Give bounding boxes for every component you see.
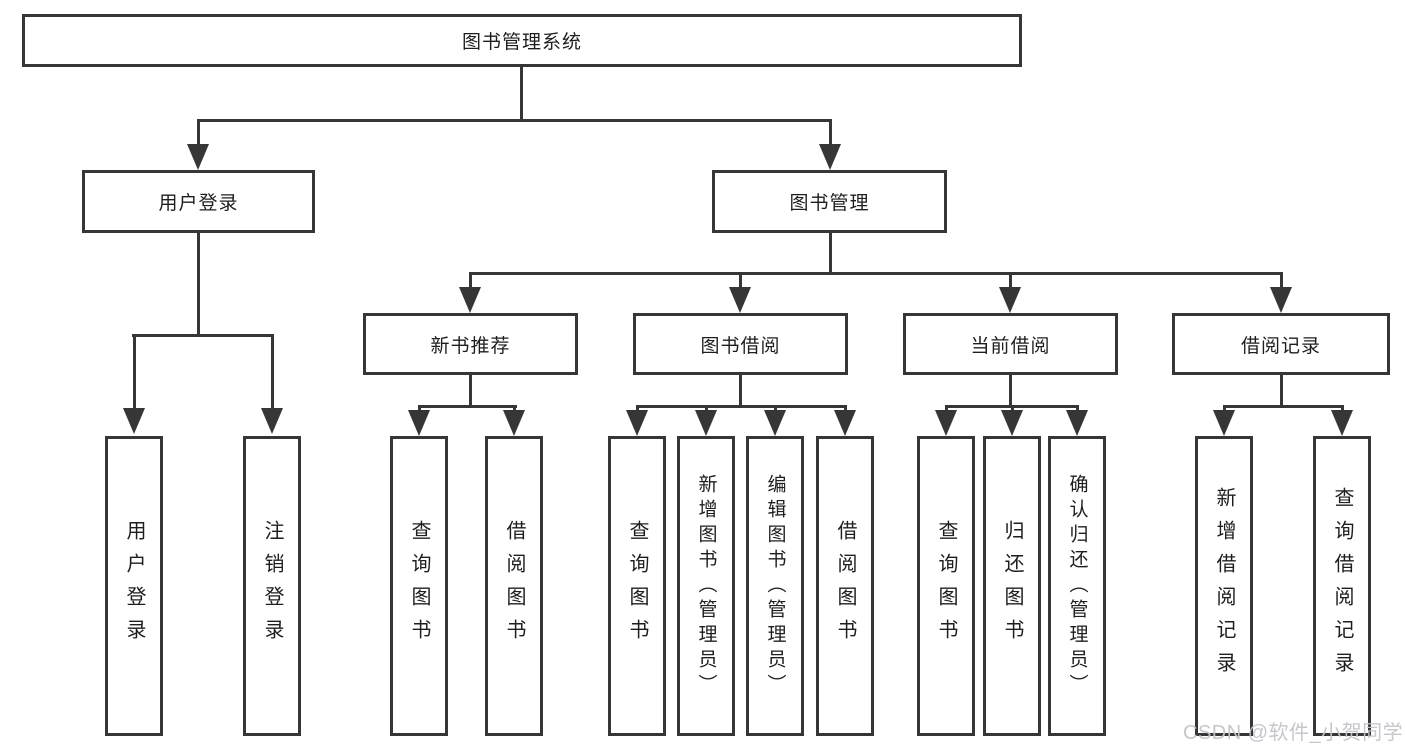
connector-stub-user-login <box>197 119 200 146</box>
arrowhead-user-login <box>187 144 209 170</box>
connector-borrowing-records-stub <box>1280 375 1283 407</box>
arrowhead-leaf-borrow-books-recommend <box>503 410 525 436</box>
leaf-user-login: 用户登录 <box>105 436 163 736</box>
leaf-query-borrow-record: 查询借阅记录 <box>1313 436 1371 736</box>
arrowhead-borrowing-records <box>1270 287 1292 313</box>
node-book-management: 图书管理 <box>712 170 947 233</box>
leaf-confirm-return-admin: 确认归还（管理员） <box>1048 436 1106 736</box>
arrowhead-book-borrowing <box>729 287 751 313</box>
connector-rail-user-login <box>132 334 273 337</box>
connector-current-borrowing-stub <box>1009 375 1012 407</box>
arrowhead-leaf-add-borrow-record <box>1213 410 1235 436</box>
arrowhead-leaf-confirm-return <box>1066 410 1088 436</box>
connector-user-login-stub <box>197 233 200 336</box>
leaf-query-books-borrowing: 查询图书 <box>608 436 666 736</box>
connector-stub-leaf <box>1223 405 1226 413</box>
connector-new-book-stub <box>469 375 472 407</box>
arrowhead-leaf-return-books <box>1001 410 1023 436</box>
connector-rail-level2 <box>197 119 832 122</box>
connector-stub-borrowing-records <box>1280 272 1283 288</box>
leaf-add-books-admin: 新增图书（管理员） <box>677 436 735 736</box>
connector-stub-new-book <box>469 272 472 288</box>
connector-stub-leaf <box>636 405 639 413</box>
connector-stub-leaf <box>945 405 948 413</box>
connector-stub-current-borrowing <box>1009 272 1012 288</box>
leaf-return-books: 归还图书 <box>983 436 1041 736</box>
arrowhead-leaf-query-books-borrowing <box>626 410 648 436</box>
connector-book-borrowing-stub <box>739 375 742 407</box>
leaf-query-books-current: 查询图书 <box>917 436 975 736</box>
connector-stub-leaf <box>513 405 516 413</box>
arrowhead-leaf-add-books <box>695 410 717 436</box>
node-new-book-recommendation: 新书推荐 <box>363 313 578 375</box>
connector-stub-book-borrowing <box>739 272 742 288</box>
node-borrowing-records: 借阅记录 <box>1172 313 1390 375</box>
connector-book-management-stub <box>829 233 832 274</box>
arrowhead-leaf-query-books-current <box>935 410 957 436</box>
arrowhead-new-book <box>459 287 481 313</box>
node-library-management-system: 图书管理系统 <box>22 14 1022 67</box>
arrowhead-leaf-query-books-recommend <box>408 410 430 436</box>
leaf-logout: 注销登录 <box>243 436 301 736</box>
leaf-edit-books-admin: 编辑图书（管理员） <box>746 436 804 736</box>
leaf-borrow-books-borrowing: 借阅图书 <box>816 436 874 736</box>
connector-root-stub <box>520 67 523 121</box>
connector-stub-leaf <box>1341 405 1344 413</box>
arrowhead-leaf-user-login <box>123 408 145 434</box>
arrowhead-leaf-logout <box>261 408 283 434</box>
connector-rail-level3 <box>469 272 1283 275</box>
leaf-borrow-books-recommend: 借阅图书 <box>485 436 543 736</box>
connector-stub-leaf <box>844 405 847 413</box>
arrowhead-leaf-query-borrow-record <box>1331 410 1353 436</box>
arrowhead-leaf-borrow-books <box>834 410 856 436</box>
leaf-add-borrow-record: 新增借阅记录 <box>1195 436 1253 736</box>
connector-stub-leaf-user-login <box>133 334 136 409</box>
connector-stub-leaf <box>1076 405 1079 413</box>
arrowhead-leaf-edit-books <box>764 410 786 436</box>
connector-rail-book-borrowing <box>636 405 847 408</box>
node-user-login: 用户登录 <box>82 170 315 233</box>
connector-stub-leaf <box>705 405 708 413</box>
connector-stub-leaf <box>1011 405 1014 413</box>
connector-stub-book-management <box>829 119 832 146</box>
connector-rail-new-book <box>418 405 517 408</box>
arrowhead-book-management <box>819 144 841 170</box>
csdn-watermark: CSDN @软件_小贺同学 <box>1183 722 1404 744</box>
leaf-query-books-recommend: 查询图书 <box>390 436 448 736</box>
connector-stub-leaf-logout <box>271 334 274 409</box>
connector-rail-borrowing-records <box>1223 405 1344 408</box>
node-book-borrowing: 图书借阅 <box>633 313 848 375</box>
connector-stub-leaf <box>774 405 777 413</box>
node-current-borrowing: 当前借阅 <box>903 313 1118 375</box>
connector-stub-leaf <box>418 405 421 413</box>
arrowhead-current-borrowing <box>999 287 1021 313</box>
